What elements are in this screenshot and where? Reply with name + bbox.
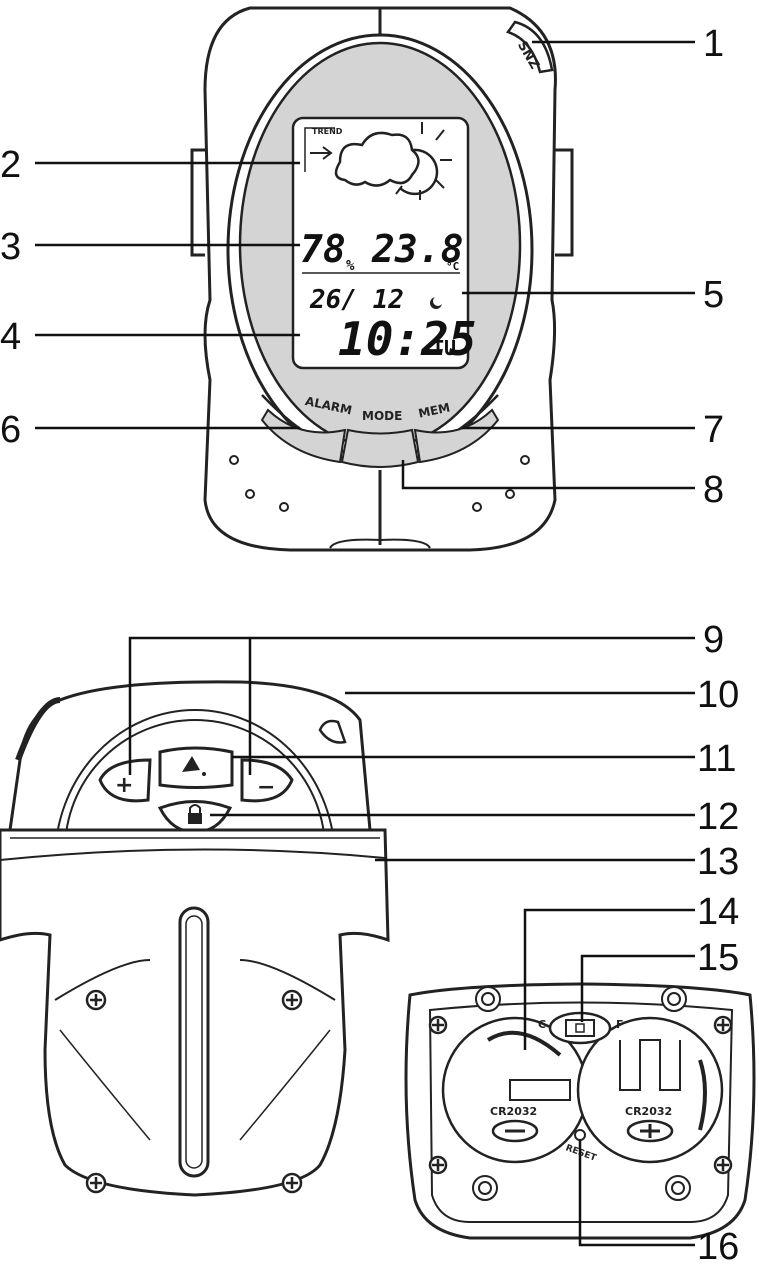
mode-label: MODE [362,409,402,423]
callout-2: 2 [0,144,21,186]
plus-button[interactable] [98,758,152,803]
right-cell-label: CR2032 [625,1105,672,1118]
minus-terminal-icon [491,1119,539,1143]
plus-terminal-icon [626,1119,674,1143]
minus-button[interactable] [240,758,294,803]
lcd-screen [291,116,470,370]
trend-label: TREND [312,127,343,136]
callout-12: 12 [697,796,739,838]
trend-arrow-icon [310,146,333,160]
front-view: SNZ ALARM MODE MEM TREND 78 % 23.8 [190,6,574,552]
reset-button[interactable] [574,1129,586,1141]
callout-8: 8 [703,469,724,511]
lanyard-slot [318,719,347,744]
humidity-value: 78 [300,227,346,271]
humidity-unit: % [346,258,355,274]
mode-button[interactable] [340,428,420,468]
callout-3: 3 [0,226,21,268]
right-battery-cell [576,1016,724,1164]
callout-4: 4 [0,316,21,358]
temperature-unit: °C [446,260,459,273]
callout-1: 1 [703,23,724,65]
callout-numbers: 1 2 3 4 5 6 7 8 9 10 11 12 13 14 15 16 [0,23,739,1264]
battery-compartment: CR2032 CR2032 C F RESET [404,982,756,1240]
minus-label: − [257,775,275,800]
sun-icon [395,122,452,200]
left-cell-label: CR2032 [490,1105,537,1118]
callout-13: 13 [697,841,739,883]
callout-15: 15 [697,937,739,979]
date-value: 26/ 12 [309,285,404,315]
alarm-button[interactable] [260,408,347,464]
plus-label: + [115,773,133,798]
callout-6: 6 [0,409,21,451]
callout-9: 9 [703,619,724,661]
mem-label: MEM [417,400,451,420]
callout-16: 16 [697,1226,739,1264]
cloud-icon [334,131,420,187]
rear-view: + − [0,680,390,1197]
callout-5: 5 [703,274,724,316]
snooze-button[interactable] [506,20,554,74]
callout-7: 7 [703,409,724,451]
temperature-value: 23.8 [371,227,464,271]
switch-c-label: C [538,1018,546,1031]
time-value: 10:25 [338,312,476,366]
switch-f-label: F [616,1018,624,1031]
callout-14: 14 [697,891,739,933]
callout-leaders [35,40,695,1247]
lock-icon [188,804,202,824]
weekday-value: TU [432,336,456,360]
mem-button[interactable] [413,408,500,464]
callout-10: 10 [697,674,739,716]
callout-11: 11 [697,738,736,780]
